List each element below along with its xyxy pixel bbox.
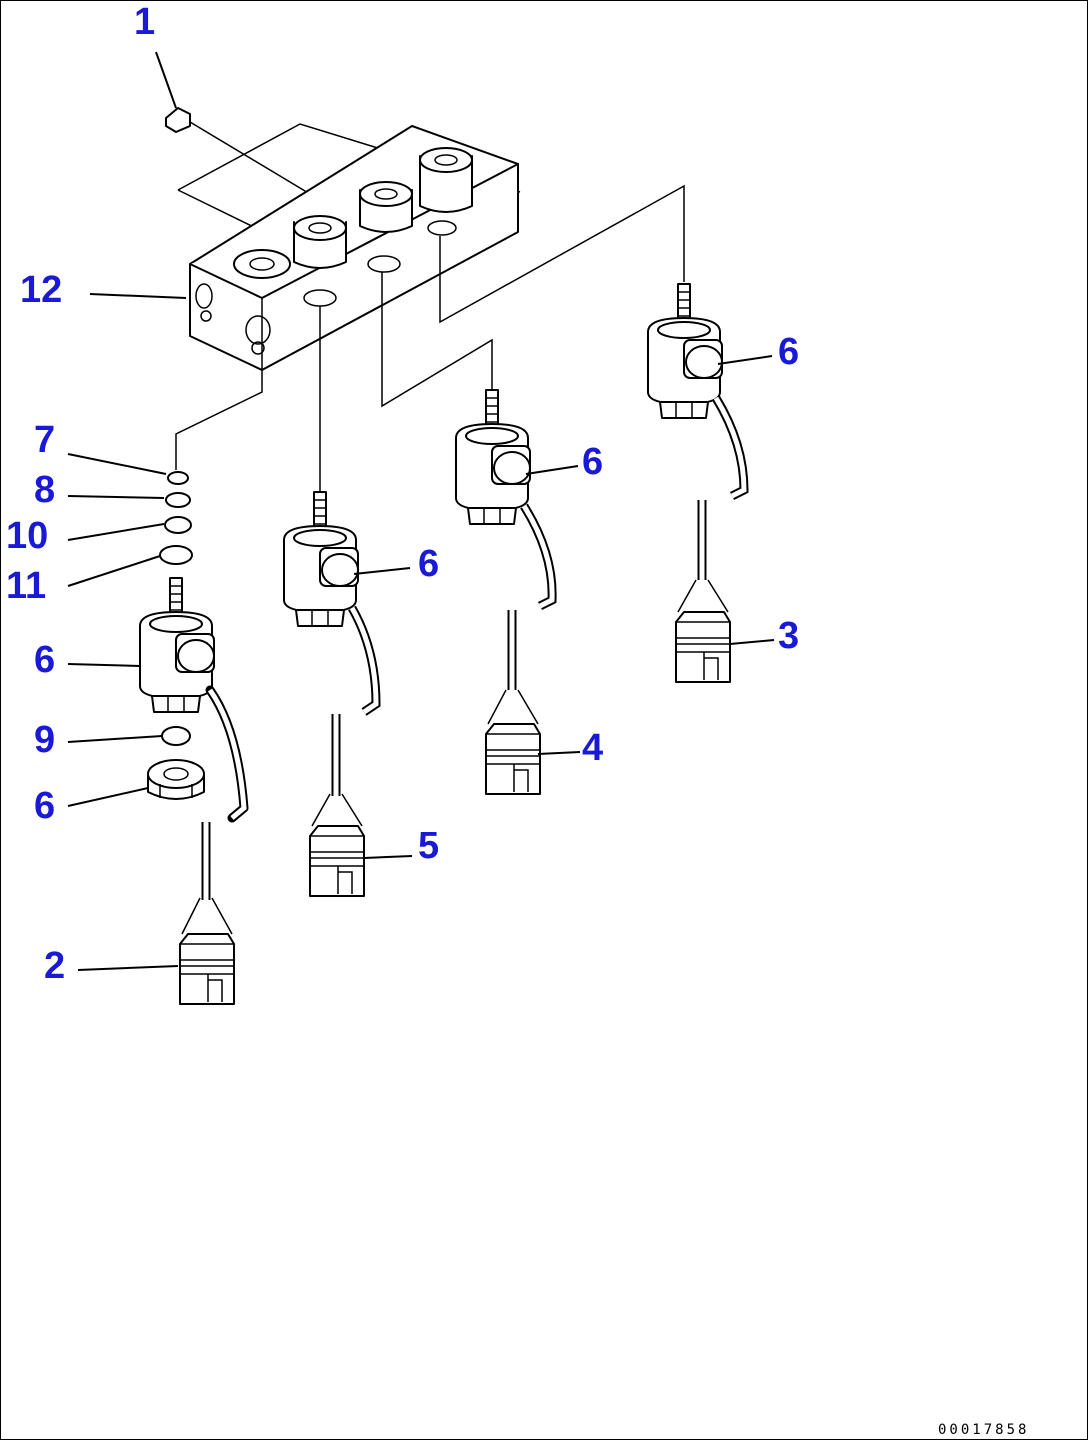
connector-part-3 <box>675 611 731 683</box>
solenoid-valve-center-right <box>455 389 557 795</box>
callout-7: 7 <box>34 419 55 461</box>
callout-2: 2 <box>44 945 65 987</box>
drawing-number: 00017858 <box>938 1422 1029 1438</box>
connector-part-4 <box>485 723 541 795</box>
o-ring-part-10 <box>164 516 192 534</box>
callout-5: 5 <box>418 825 439 867</box>
callout-labels: 1 12 7 8 10 11 6 9 6 2 6 5 6 4 6 3 <box>6 1 799 987</box>
callout-12: 12 <box>20 269 62 311</box>
connector-part-5 <box>309 825 365 897</box>
solenoid-valve-left <box>139 577 249 1005</box>
valve-block-part-12 <box>189 125 519 371</box>
plug-part-1 <box>165 107 311 195</box>
nut-part-6 <box>147 759 205 800</box>
callout-6c: 6 <box>418 543 439 585</box>
callout-11: 11 <box>6 565 46 607</box>
callout-6e: 6 <box>778 331 799 373</box>
callout-4: 4 <box>582 727 603 769</box>
callout-1: 1 <box>134 1 155 43</box>
o-ring-part-11 <box>159 545 193 565</box>
leader-lines <box>67 51 775 971</box>
callout-8: 8 <box>34 469 55 511</box>
o-ring-part-8 <box>165 492 191 508</box>
callout-10: 10 <box>6 515 48 557</box>
callout-9: 9 <box>34 719 55 761</box>
callout-6d: 6 <box>582 441 603 483</box>
solenoid-valve-center-left <box>283 491 381 897</box>
callout-6a: 6 <box>34 639 55 681</box>
callout-6b: 6 <box>34 785 55 827</box>
o-ring-part-9 <box>161 726 191 746</box>
solenoid-valve-right <box>647 283 749 683</box>
connector-part-2 <box>179 933 235 1005</box>
o-ring-part-7 <box>167 471 189 485</box>
callout-3: 3 <box>778 615 799 657</box>
connection-lines <box>175 184 685 492</box>
